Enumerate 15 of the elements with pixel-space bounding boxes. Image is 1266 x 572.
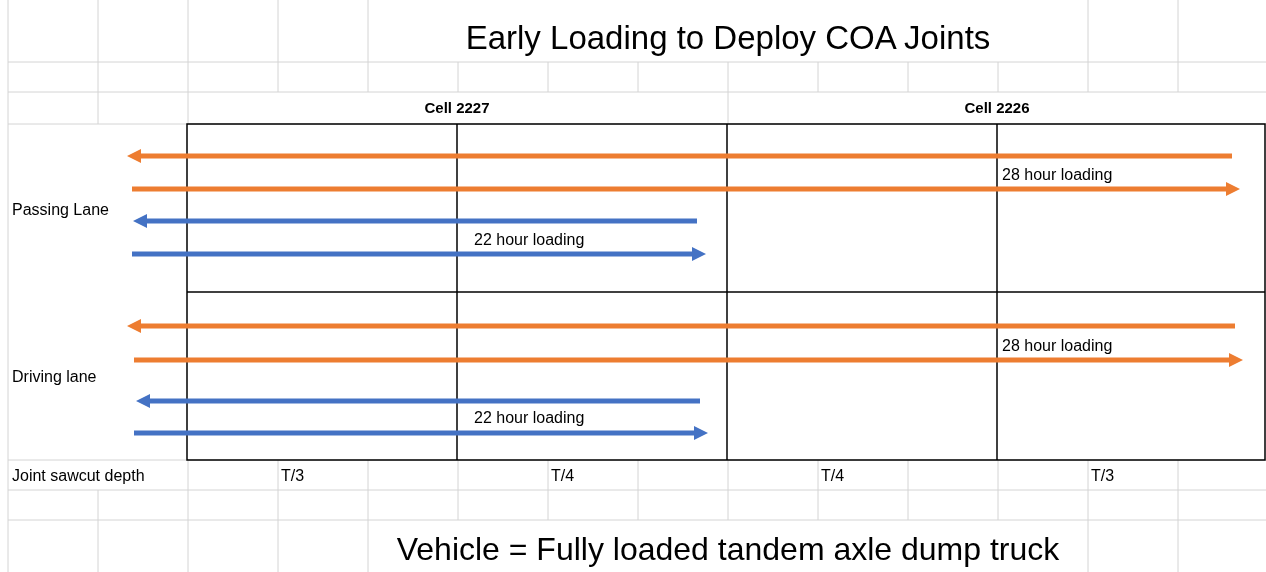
row-label: Driving lane	[12, 367, 97, 387]
row-label: T/3	[1091, 466, 1115, 486]
row-label: T/4	[821, 466, 845, 486]
duration-label: 28 hour loading	[1002, 336, 1113, 356]
column-header: Cell 2226	[964, 98, 1030, 118]
row-label: T/3	[281, 466, 305, 486]
title: Early Loading to Deploy COA Joints	[464, 18, 992, 58]
duration-label: 22 hour loading	[474, 408, 585, 428]
duration-label: 22 hour loading	[474, 230, 585, 250]
row-label: Joint sawcut depth	[12, 466, 145, 486]
duration-label: 28 hour loading	[1002, 165, 1113, 185]
row-label: Passing Lane	[12, 200, 109, 220]
column-header: Cell 2227	[424, 98, 490, 118]
row-label: T/4	[551, 466, 575, 486]
caption: Vehicle = Fully loaded tandem axle dump truck	[395, 530, 1061, 569]
